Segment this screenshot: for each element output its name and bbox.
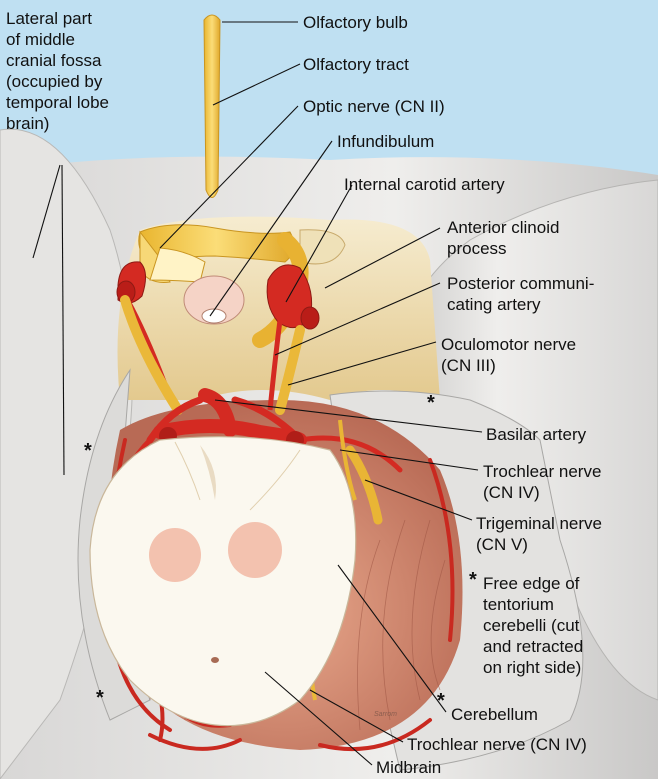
red-nucleus-left (149, 528, 201, 582)
asterisk-marker-right-lower: * (437, 690, 445, 713)
olfactory-tract-shape (204, 15, 220, 198)
label-trochlear-bottom: Trochlear nerve (CN IV) (407, 734, 587, 755)
label-olfactory-bulb: Olfactory bulb (303, 12, 408, 33)
label-optic-nerve: Optic nerve (CN II) (303, 96, 445, 117)
label-infundibulum: Infundibulum (337, 131, 434, 152)
label-cerebellum: Cerebellum (451, 704, 538, 725)
label-anterior-clinoid: Anterior clinoid process (447, 217, 559, 259)
svg-text:Sarrom: Sarrom (374, 711, 397, 718)
asterisk-legend: * (469, 569, 477, 592)
red-nucleus-right (228, 522, 282, 578)
label-internal-carotid: Internal carotid artery (344, 174, 505, 195)
label-trochlear-right: Trochlear nerve (CN IV) (483, 461, 601, 503)
label-free-edge: Free edge of tentorium cerebelli (cut an… (483, 573, 583, 678)
asterisk-marker-right-upper: * (427, 392, 435, 415)
label-midbrain: Midbrain (376, 757, 441, 778)
label-oculomotor: Oculomotor nerve (CN III) (441, 334, 576, 376)
label-trigeminal: Trigeminal nerve (CN V) (476, 513, 602, 555)
label-posterior-communicating: Posterior communi- cating artery (447, 273, 594, 315)
cerebral-aqueduct (211, 657, 219, 663)
label-lateral-part: Lateral part of middle cranial fossa (oc… (6, 8, 109, 134)
asterisk-marker-left-upper: * (84, 440, 92, 463)
asterisk-marker-left-lower: * (96, 687, 104, 710)
label-olfactory-tract: Olfactory tract (303, 54, 409, 75)
label-basilar: Basilar artery (486, 424, 586, 445)
